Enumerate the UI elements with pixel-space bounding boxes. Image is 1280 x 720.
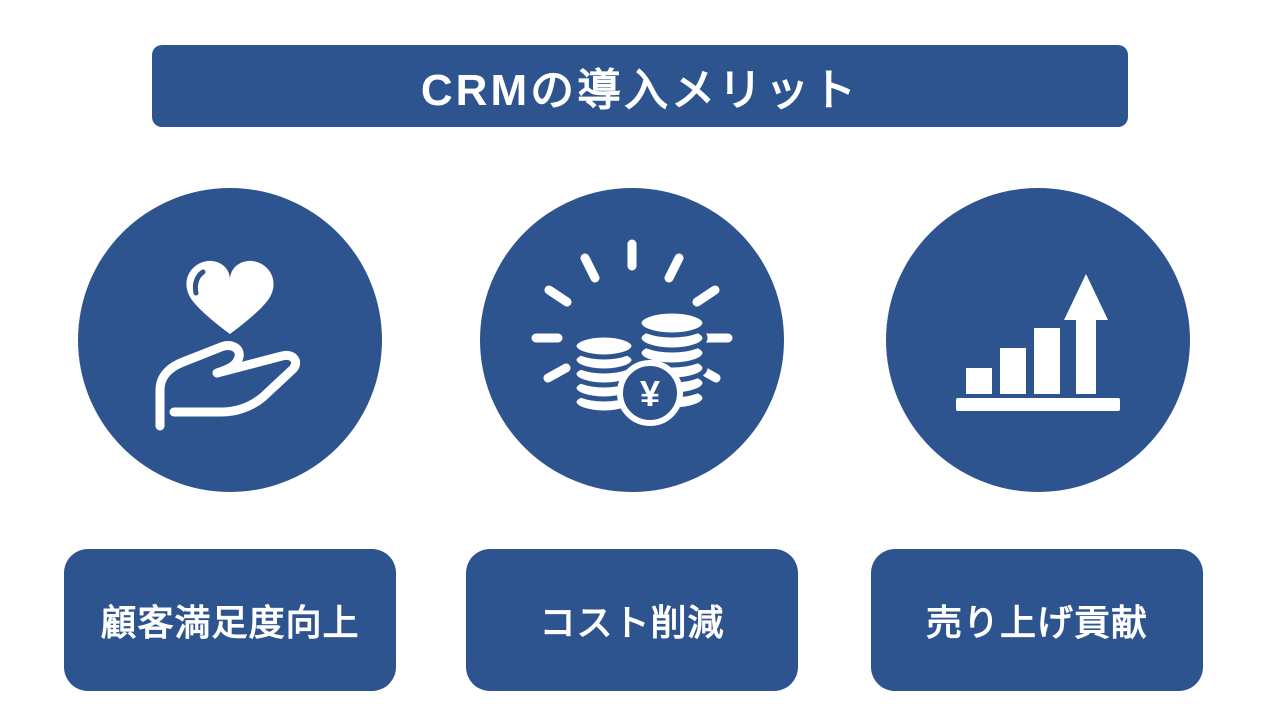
benefit-label-text: 売り上げ貢献 (925, 602, 1148, 643)
page-title: CRMの導入メリット (152, 45, 1128, 127)
chart-bar-3 (1034, 328, 1060, 394)
benefit-label-sales-growth: 売り上げ貢献 (871, 549, 1203, 691)
benefit-label-customer-satisfaction: 顧客満足度向上 (64, 549, 396, 691)
sunburst-rays (531, 239, 733, 383)
heart-shape (186, 260, 274, 334)
bar-chart-growth-icon (956, 274, 1120, 411)
yen-symbol: ¥ (640, 373, 660, 414)
hand-shape (155, 341, 301, 431)
benefit-circle-customer-satisfaction (78, 188, 382, 492)
page-title-text: CRMの導入メリット (420, 66, 860, 115)
chart-bar-1 (966, 368, 992, 394)
heart-in-hand-icon (155, 260, 301, 431)
chart-bar-2 (1000, 348, 1026, 394)
yen-badge: ¥ (617, 360, 683, 426)
coins-yen-icon: ¥ (531, 239, 733, 426)
chart-baseline (956, 398, 1120, 411)
up-arrow (1064, 274, 1108, 394)
benefit-circle-cost-reduction: ¥ (480, 188, 784, 492)
benefit-label-text: 顧客満足度向上 (100, 602, 360, 643)
benefit-circle-sales-growth (886, 188, 1190, 492)
benefit-label-text: コスト削減 (539, 602, 725, 643)
heart-highlight (192, 269, 206, 296)
benefit-label-cost-reduction: コスト削減 (466, 549, 798, 691)
